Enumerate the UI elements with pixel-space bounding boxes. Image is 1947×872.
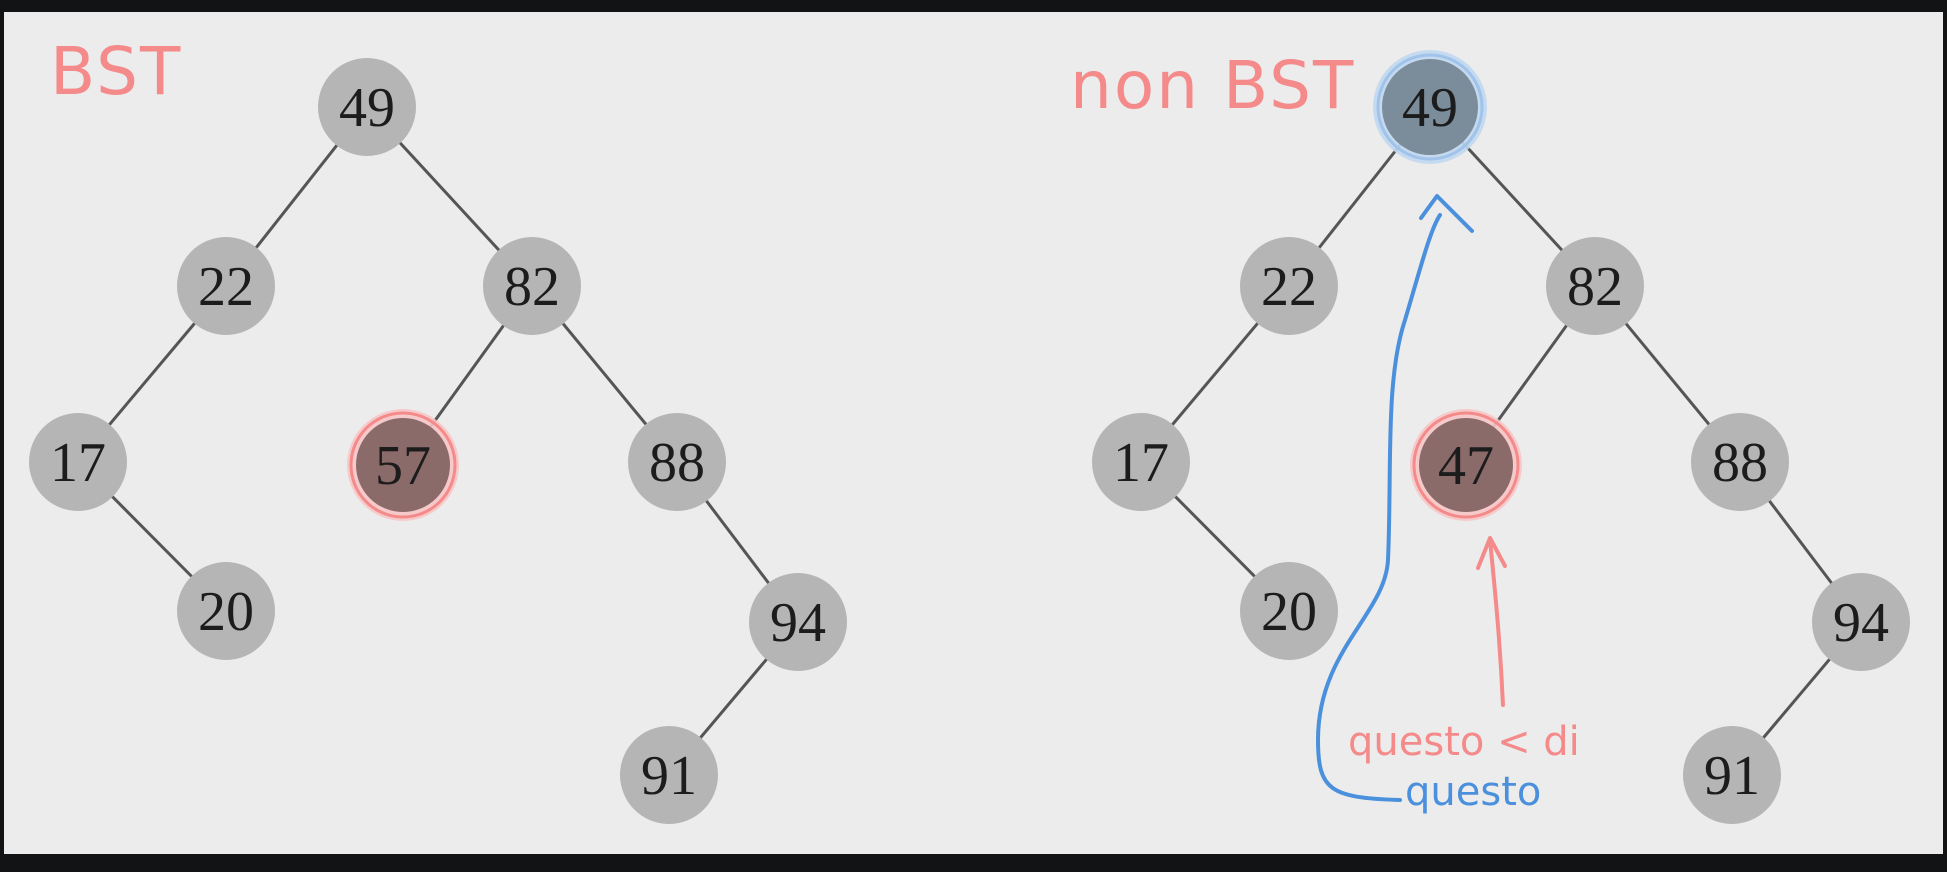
right-tree: 49 22 82 17 47 88 20 94	[1070, 47, 1910, 824]
blue-arrowhead-icon	[1419, 194, 1474, 233]
node-label: 91	[1704, 745, 1760, 807]
right-node-88: 88	[1691, 413, 1789, 511]
right-node-47-highlighted: 47	[1410, 409, 1522, 521]
blue-arrow-curve	[1315, 213, 1442, 802]
node-label: 91	[641, 745, 697, 807]
right-tree-title: non BST	[1070, 47, 1355, 124]
right-node-22: 22	[1240, 237, 1338, 335]
node-label: 82	[1567, 256, 1623, 318]
left-node-22: 22	[177, 237, 275, 335]
red-arrowhead-icon	[1476, 536, 1507, 570]
left-node-82: 82	[483, 237, 581, 335]
node-label: 82	[504, 256, 560, 318]
right-node-91: 91	[1683, 726, 1781, 824]
node-label: 88	[1712, 432, 1768, 494]
diagram-background	[4, 12, 1943, 854]
node-label: 22	[1261, 256, 1317, 318]
node-label: 57	[375, 435, 431, 497]
right-node-82: 82	[1546, 237, 1644, 335]
left-tree-title: BST	[50, 33, 182, 110]
right-node-94: 94	[1812, 573, 1910, 671]
node-label: 88	[649, 432, 705, 494]
left-node-91: 91	[620, 726, 718, 824]
node-label: 49	[1402, 77, 1458, 139]
node-label: 17	[1113, 432, 1169, 494]
right-node-20: 20	[1240, 562, 1338, 660]
node-label: 94	[1833, 592, 1889, 654]
node-label: 22	[198, 256, 254, 318]
left-node-94: 94	[749, 573, 847, 671]
left-node-49: 49	[318, 58, 416, 156]
node-label: 47	[1438, 435, 1494, 497]
red-arrow-line	[1488, 538, 1505, 707]
annotation-red-text: questo < di	[1348, 719, 1580, 765]
right-node-17: 17	[1092, 413, 1190, 511]
left-node-88: 88	[628, 413, 726, 511]
node-label: 20	[198, 581, 254, 643]
left-node-57-highlighted: 57	[347, 409, 459, 521]
left-node-17: 17	[29, 413, 127, 511]
node-label: 94	[770, 592, 826, 654]
node-label: 20	[1261, 581, 1317, 643]
left-tree: 49 22 82 17 57 88 20 94	[29, 33, 847, 824]
node-label: 17	[50, 432, 106, 494]
right-node-49-highlighted: 49	[1373, 50, 1487, 164]
annotation-blue-text: questo	[1405, 769, 1541, 815]
node-label: 49	[339, 77, 395, 139]
left-node-20: 20	[177, 562, 275, 660]
